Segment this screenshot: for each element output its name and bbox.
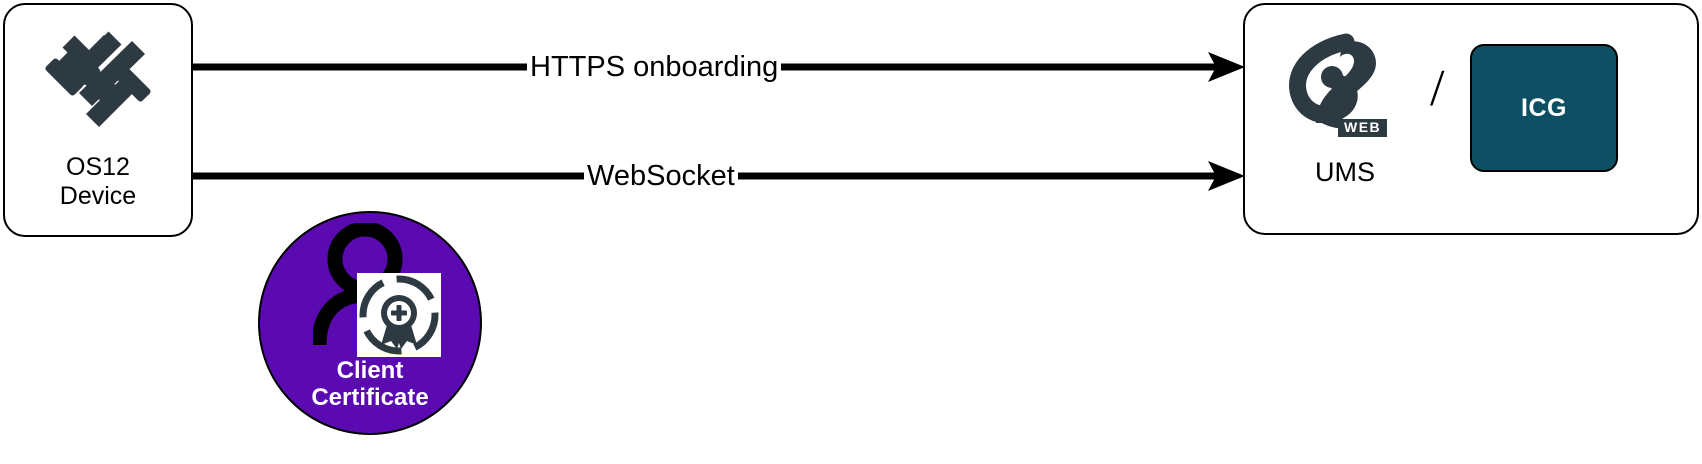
client-certificate-label: Client Certificate [311, 357, 429, 411]
node-os12-device-caption: OS12 Device [59, 153, 137, 210]
ums-web-badge: WEB [1338, 119, 1388, 138]
certificate-seal-icon [357, 273, 441, 357]
connector-https-onboarding-label: HTTPS onboarding [527, 47, 782, 87]
node-ums-caption: UMS [1315, 157, 1375, 187]
icg-chip-label: ICG [1521, 93, 1567, 122]
ums-brand-logo-icon: WEB [1280, 27, 1410, 145]
connector-websocket-label: WebSocket [584, 156, 738, 196]
node-os12-device[interactable]: OS12 Device [3, 3, 193, 237]
node-ums[interactable]: WEB UMS / ICG [1243, 3, 1699, 235]
icg-chip[interactable]: ICG [1470, 44, 1618, 172]
node-client-certificate[interactable]: Client Certificate [258, 211, 482, 435]
connector-websocket: WebSocket [192, 156, 1247, 196]
connector-https-onboarding: HTTPS onboarding [192, 47, 1247, 87]
ums-icg-separator: / [1430, 60, 1445, 117]
os12-brand-logo-icon [38, 23, 158, 143]
